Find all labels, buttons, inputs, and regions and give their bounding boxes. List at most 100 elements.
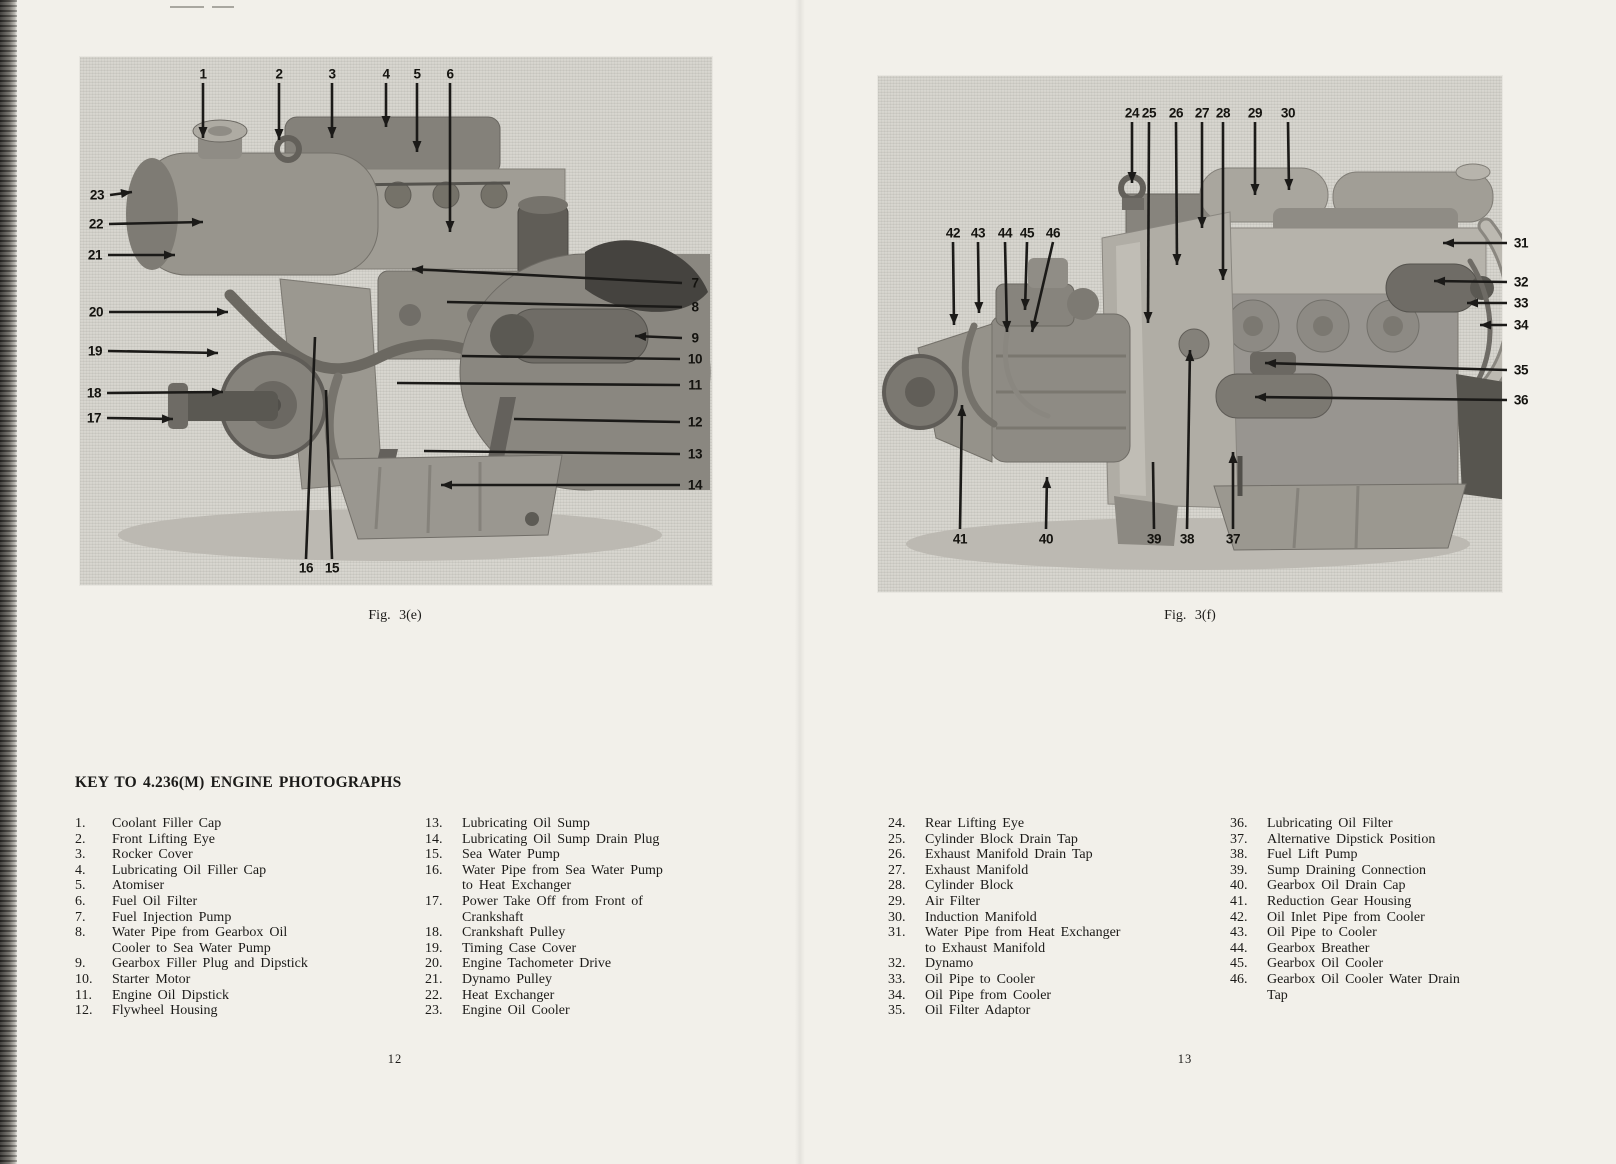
- key-item-number: 27.: [888, 862, 906, 878]
- key-item-label: Coolant Filler Cap: [112, 816, 222, 831]
- callout-number: 27: [1194, 105, 1210, 121]
- key-item-label: Water Pipe from Heat Exchanger to Exhaus…: [925, 925, 1121, 956]
- key-item-number: 39.: [1230, 862, 1248, 878]
- key-item-number: 43.: [1230, 925, 1248, 941]
- key-item: 23. Engine Oil Cooler: [425, 1003, 765, 1019]
- key-item-label: Induction Manifold: [925, 909, 1037, 925]
- key-item-number: 35.: [888, 1003, 906, 1019]
- key-item-number: 44.: [1230, 940, 1248, 956]
- key-item: 40. Gearbox Oil Drain Cap: [1230, 878, 1570, 894]
- key-item-label: Rocker Cover: [112, 847, 193, 863]
- callout-number: 22: [88, 216, 104, 232]
- key-item: 6. Fuel Oil Filter: [75, 894, 415, 910]
- key-column-3: 24. Rear Lifting Eye 25. Cylinder Block …: [888, 816, 1228, 1019]
- key-item-label: Sump Draining Connection: [1267, 862, 1426, 878]
- key-item: 19. Timing Case Cover: [425, 941, 765, 957]
- callout-number: 37: [1225, 531, 1241, 547]
- key-item: 31. Water Pipe from Heat Exchanger to Ex…: [888, 925, 1228, 956]
- key-item-number: 24.: [888, 816, 906, 831]
- engine-photo-fig3e: [80, 57, 712, 585]
- callout-number: 34: [1513, 317, 1529, 333]
- key-item-number: 17.: [425, 893, 443, 909]
- key-item-number: 9.: [75, 956, 86, 972]
- key-item-label: Oil Filter Adaptor: [925, 1003, 1031, 1019]
- key-item: 17. Power Take Off from Front of Cranksh…: [425, 894, 765, 925]
- callout-number: 14: [687, 477, 703, 493]
- key-item-number: 1.: [75, 816, 86, 831]
- key-item-label: Flywheel Housing: [112, 1003, 218, 1019]
- key-item-label: Gearbox Oil Cooler Water Drain Tap: [1267, 971, 1460, 1003]
- scan-artifact-mark: [170, 6, 204, 8]
- key-item: 32. Dynamo: [888, 956, 1228, 972]
- key-item-label: Reduction Gear Housing: [1267, 893, 1412, 909]
- key-item: 11. Engine Oil Dipstick: [75, 988, 415, 1004]
- key-item-label: Fuel Injection Pump: [112, 909, 232, 925]
- key-item-number: 6.: [75, 893, 86, 909]
- callout-number: 12: [687, 414, 703, 430]
- key-item: 4. Lubricating Oil Filler Cap: [75, 863, 415, 879]
- callout-number: 29: [1247, 105, 1263, 121]
- key-item-number: 21.: [425, 971, 443, 987]
- figure-3f: 24 25 26 27 28 29 30 31 32 33 34 35: [870, 70, 1545, 600]
- callout-number: 45: [1019, 225, 1035, 241]
- key-item: 30. Induction Manifold: [888, 910, 1228, 926]
- callout-number: 2: [275, 66, 283, 82]
- key-item-label: Lubricating Oil Sump: [462, 816, 590, 831]
- callout-number: 33: [1513, 295, 1529, 311]
- key-item-number: 40.: [1230, 878, 1248, 894]
- callout-number: 39: [1146, 531, 1162, 547]
- key-column-2: 13. Lubricating Oil Sump 14. Lubricating…: [425, 816, 765, 1019]
- callout-number: 35: [1513, 362, 1529, 378]
- key-item-number: 11.: [75, 987, 92, 1003]
- key-item: 46. Gearbox Oil Cooler Water Drain Tap: [1230, 972, 1570, 1003]
- callout-number: 24: [1124, 105, 1140, 121]
- key-item: 10. Starter Motor: [75, 972, 415, 988]
- key-item: 41. Reduction Gear Housing: [1230, 894, 1570, 910]
- callout-number: 32: [1513, 274, 1529, 290]
- key-item-label: Water Pipe from Gearbox Oil Cooler to Se…: [112, 925, 288, 956]
- key-item-label: Engine Oil Dipstick: [112, 987, 229, 1003]
- key-item-number: 42.: [1230, 909, 1248, 925]
- callout-number: 3: [328, 66, 336, 82]
- key-item-label: Oil Pipe to Cooler: [1267, 925, 1377, 941]
- figure-3f-caption: Fig. 3(f): [1164, 608, 1216, 623]
- key-item-number: 14.: [425, 831, 443, 847]
- callout-number: 15: [324, 560, 340, 576]
- key-item-label: Cylinder Block: [925, 878, 1014, 894]
- callout-labels-fig3e: 1 2 3 4 5 6 7 8 9 10 11 12: [75, 55, 715, 590]
- key-item: 20. Engine Tachometer Drive: [425, 956, 765, 972]
- key-item-label: Sea Water Pump: [462, 847, 560, 863]
- callout-number: 25: [1141, 105, 1157, 121]
- key-item: 12. Flywheel Housing: [75, 1003, 415, 1019]
- key-item: 26. Exhaust Manifold Drain Tap: [888, 847, 1228, 863]
- callout-number: 5: [413, 66, 421, 82]
- key-item-label: Power Take Off from Front of Crankshaft: [462, 893, 643, 925]
- key-item-label: Lubricating Oil Filter: [1267, 816, 1393, 831]
- figure-3e: 1 2 3 4 5 6 7 8 9 10 11 12: [75, 55, 715, 590]
- key-item-label: Timing Case Cover: [462, 940, 577, 956]
- key-item: 21. Dynamo Pulley: [425, 972, 765, 988]
- key-item: 24. Rear Lifting Eye: [888, 816, 1228, 832]
- key-item-number: 38.: [1230, 847, 1248, 863]
- callout-number: 44: [997, 225, 1013, 241]
- key-item-label: Engine Tachometer Drive: [462, 956, 612, 972]
- key-column-1: 1. Coolant Filler Cap 2. Front Lifting E…: [75, 816, 415, 1019]
- key-item: 33. Oil Pipe to Cooler: [888, 972, 1228, 988]
- key-item-label: Gearbox Oil Cooler: [1267, 956, 1384, 972]
- key-item-number: 20.: [425, 956, 443, 972]
- callout-number: 11: [688, 377, 702, 393]
- key-item-number: 19.: [425, 940, 443, 956]
- key-item-number: 33.: [888, 971, 906, 987]
- key-item: 43. Oil Pipe to Cooler: [1230, 925, 1570, 941]
- key-item: 38. Fuel Lift Pump: [1230, 847, 1570, 863]
- scan-artifact-mark: [212, 6, 234, 8]
- key-item-label: Starter Motor: [112, 971, 191, 987]
- key-item-label: Engine Oil Cooler: [462, 1003, 570, 1019]
- key-item-number: 29.: [888, 893, 906, 909]
- key-item-number: 10.: [75, 971, 93, 987]
- callout-number: 43: [970, 225, 986, 241]
- key-item-label: Gearbox Filler Plug and Dipstick: [112, 956, 308, 972]
- key-item-label: Cylinder Block Drain Tap: [925, 831, 1078, 847]
- key-item-number: 3.: [75, 847, 86, 863]
- key-item-number: 15.: [425, 847, 443, 863]
